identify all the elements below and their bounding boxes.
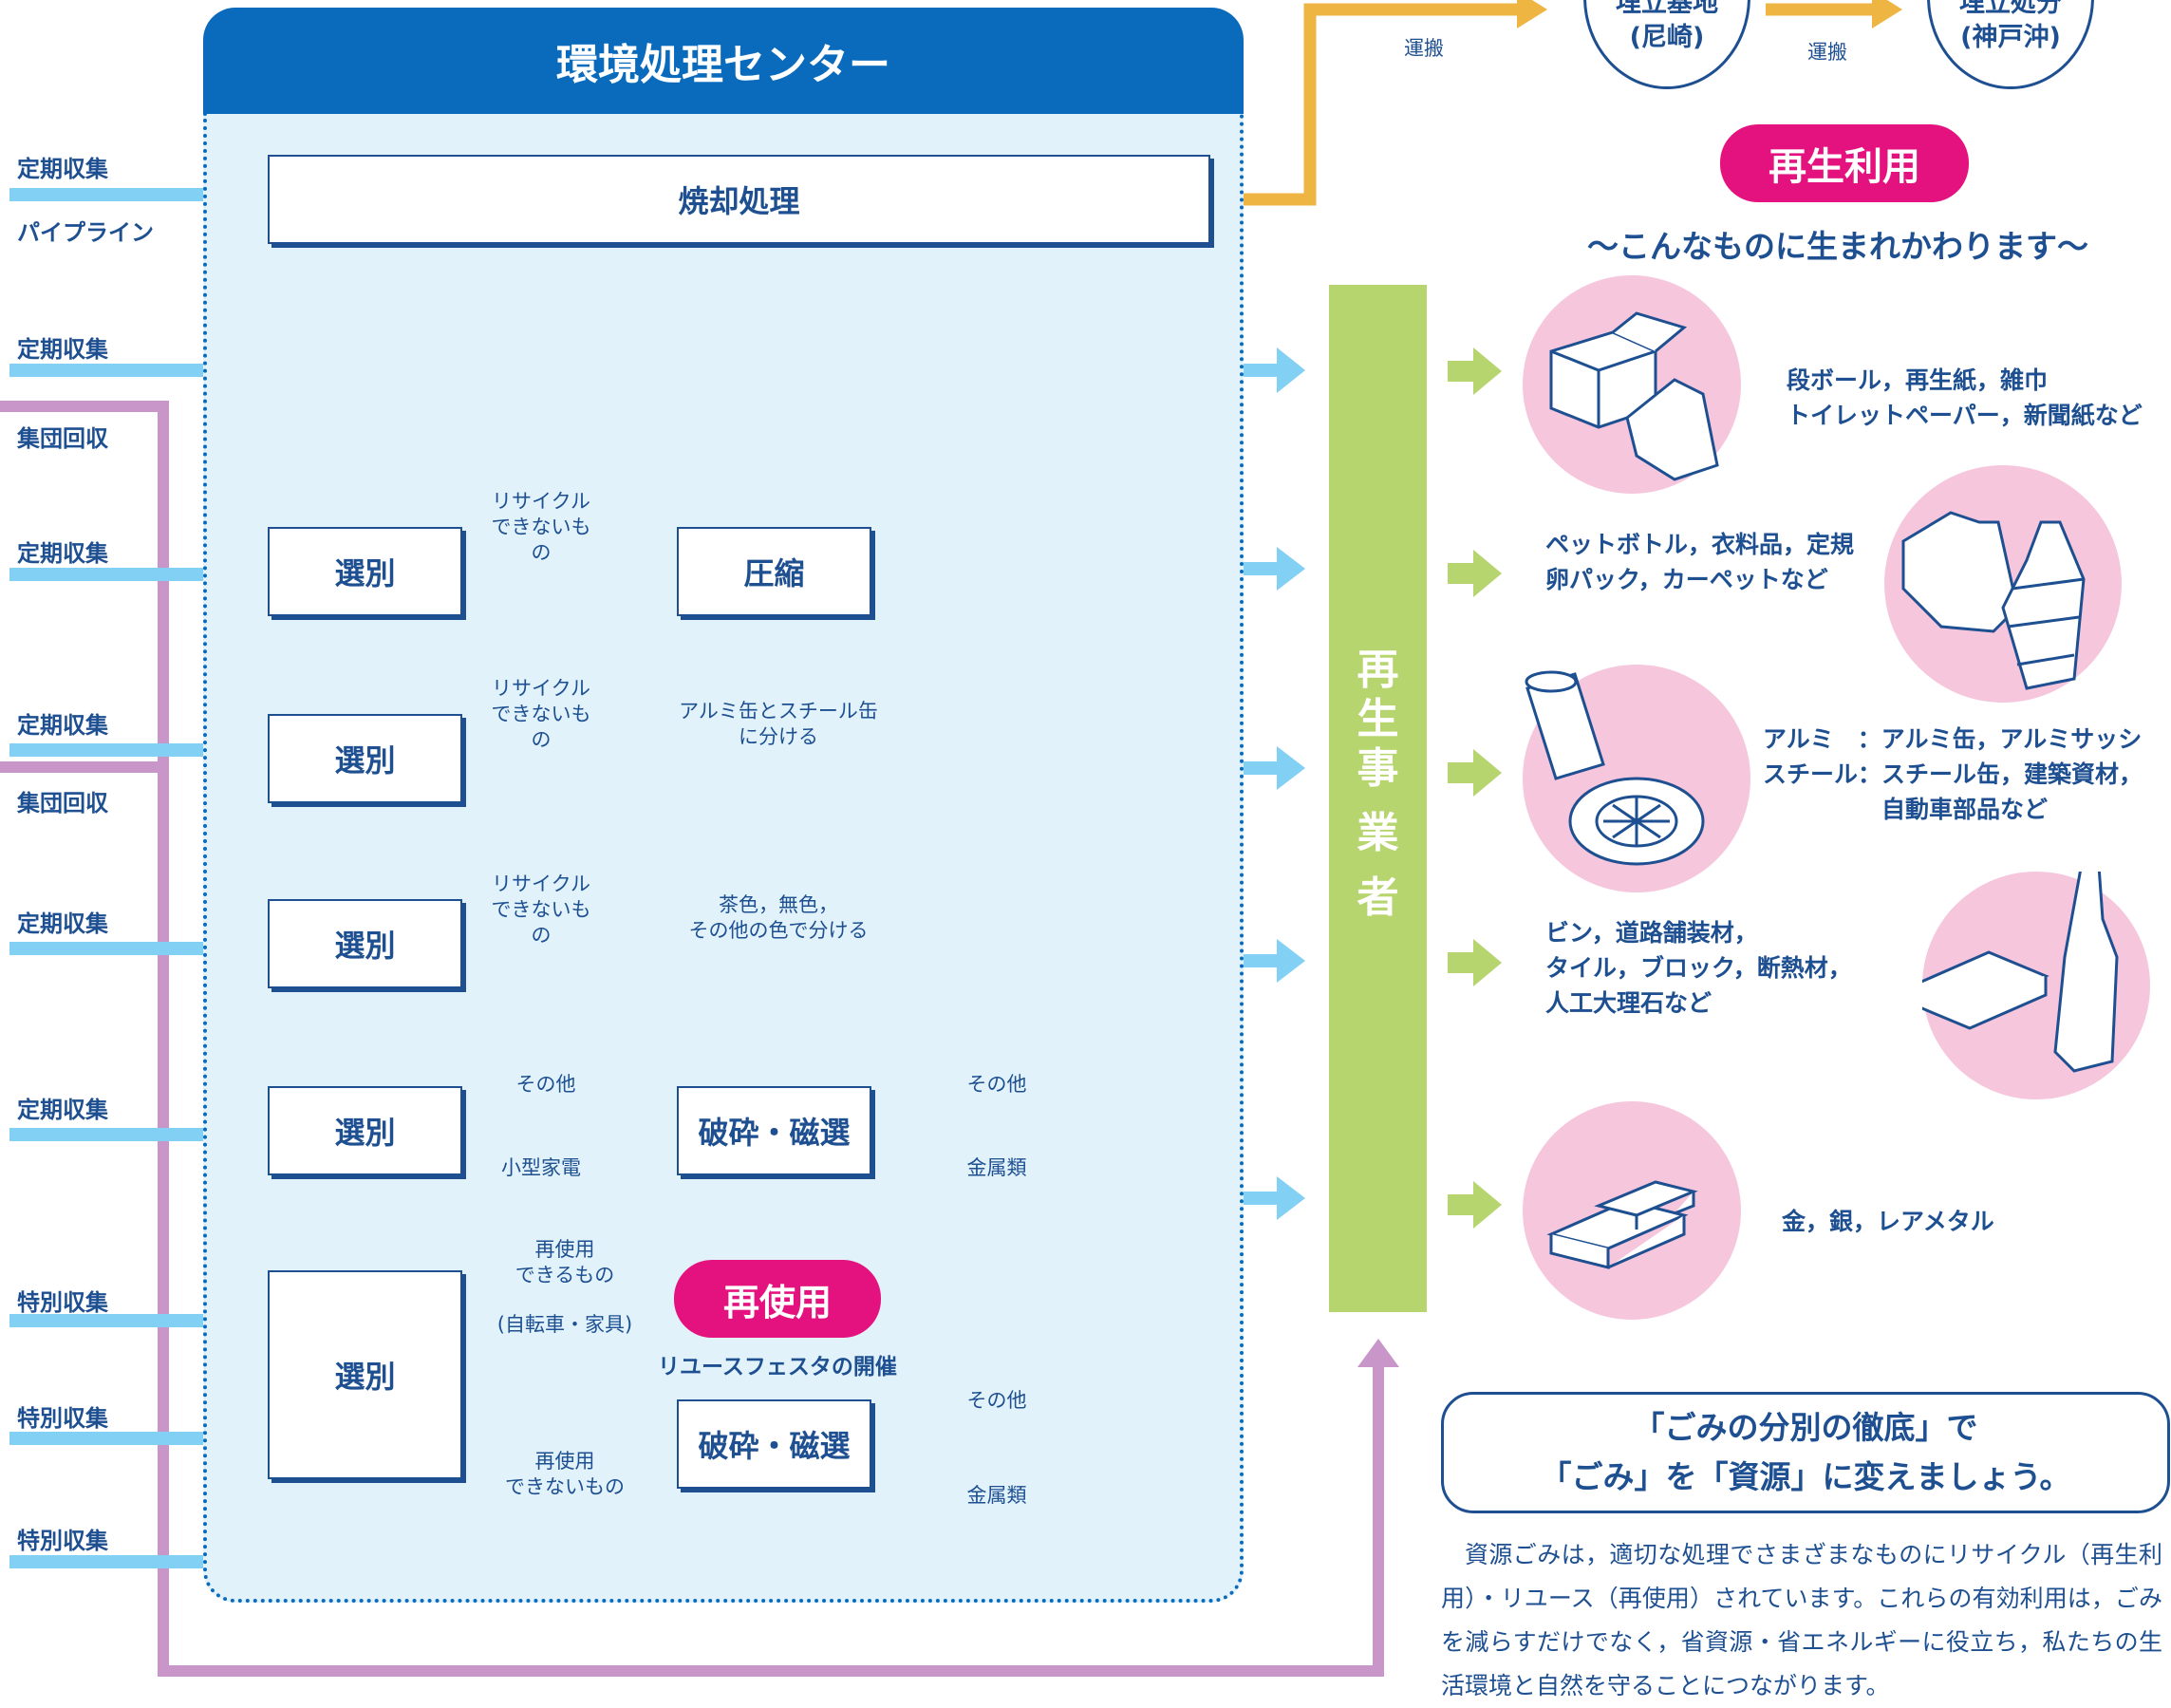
crushing-box: 破砕・磁選 [677, 1086, 871, 1175]
sorting-box: 選別 [268, 1270, 462, 1479]
recycler-char: 再 [1357, 646, 1399, 694]
non-recyclable-label: リサイクル できないもの [491, 677, 591, 751]
recycle-item-text: ビン，道路舗装材， タイル，ブロック，断熱材， 人工大理石など [1545, 919, 1852, 1017]
recycle-badge: 再生利用 [1720, 124, 1969, 202]
input-label: 定期収集 [17, 156, 108, 182]
input-label: 定期収集 [17, 712, 108, 739]
other-label: その他 [966, 1389, 1027, 1412]
input-label: パイプライン [17, 219, 154, 246]
non-recyclable-label: リサイクル できないもの [491, 873, 591, 947]
input-label: 定期収集 [17, 540, 108, 567]
cans-label: アルミ缶とスチール缶 に分ける [679, 700, 878, 748]
recycle-subtitle: ～こんなものに生まれかわります～ [1587, 228, 2088, 265]
transport-label: 運搬 [1807, 41, 1847, 64]
sorting-box: 選別 [268, 1086, 462, 1175]
recycler-char: 事 [1357, 744, 1399, 793]
recycler-bar: 再 生 事 業 者 [1329, 285, 1427, 1312]
recycle-item-text: 金，銀，レアメタル [1782, 1208, 1994, 1235]
center-title: 環境処理センター [203, 8, 1244, 114]
incineration-box: 焼却処理 [268, 155, 1210, 244]
can-wheel-icon [1523, 665, 1750, 892]
slogan-line: 「ごみ」を「資源」に変えましょう。 [1540, 1458, 2071, 1495]
reuse-festa-label: リユースフェスタの開催 [658, 1355, 897, 1380]
cardboard-icon [1523, 275, 1741, 494]
tile-bottle-icon [1909, 851, 2150, 1099]
small-appliances-label: 小型家電 [501, 1156, 581, 1179]
clothes-bottle-icon [1884, 465, 2122, 703]
input-label: 定期収集 [17, 1097, 108, 1123]
explanation-paragraph: 資源ごみは，適切な処理でさまざまなものにリサイクル（再生利用）・リユース（再使用… [1441, 1541, 2162, 1699]
sorting-box: 選別 [268, 899, 462, 988]
recycler-char: 業 [1357, 809, 1399, 857]
sorting-box: 選別 [268, 527, 462, 616]
recycle-item-text: アルミ ：アルミ缶，アルミサッシ スチール：スチール缶，建築資材， 自動車部品な… [1763, 725, 2143, 823]
recycle-item-text: 段ボール，再生紙，雑巾 トイレットペーパー，新聞紙など [1787, 366, 2143, 429]
transport-label: 運搬 [1404, 37, 1444, 60]
input-label: 定期収集 [17, 336, 108, 363]
input-label: 集団回収 [17, 790, 108, 816]
reusable-example-label: (自転車・家具) [496, 1313, 633, 1336]
input-label: 定期収集 [17, 910, 108, 937]
slogan-box: 「ごみの分別の徹底」で 「ごみ」を「資源」に変えましょう。 [1441, 1392, 2170, 1513]
crushing-box: 破砕・磁選 [677, 1399, 871, 1489]
sorting-box: 選別 [268, 714, 462, 803]
non-recyclable-label: リサイクル できないもの [491, 490, 591, 564]
input-label: 特別収集 [17, 1289, 108, 1316]
input-label: 特別収集 [17, 1405, 108, 1432]
gold-bar-icon [1523, 1101, 1741, 1320]
other-label: その他 [966, 1073, 1027, 1096]
slogan-line: 「ごみの分別の徹底」で [1633, 1409, 1978, 1446]
metals-label: 金属類 [966, 1156, 1027, 1179]
recycle-item-text: ペットボトル，衣料品，定規 卵パック，カーペットなど [1545, 531, 1855, 593]
recycler-char: 生 [1357, 695, 1399, 743]
reuse-badge: 再使用 [674, 1260, 881, 1338]
compression-box: 圧縮 [677, 527, 871, 616]
metals-label: 金属類 [966, 1484, 1027, 1507]
input-label: 集団回収 [17, 425, 108, 452]
reusable-label: 再使用 できるもの [515, 1238, 615, 1286]
other-label: その他 [515, 1073, 576, 1096]
not-reusable-label: 再使用 できないもの [505, 1450, 625, 1498]
input-label: 特別収集 [17, 1528, 108, 1554]
bottles-label: 茶色，無色， その他の色で分ける [688, 893, 869, 942]
recycler-char: 者 [1357, 873, 1399, 922]
